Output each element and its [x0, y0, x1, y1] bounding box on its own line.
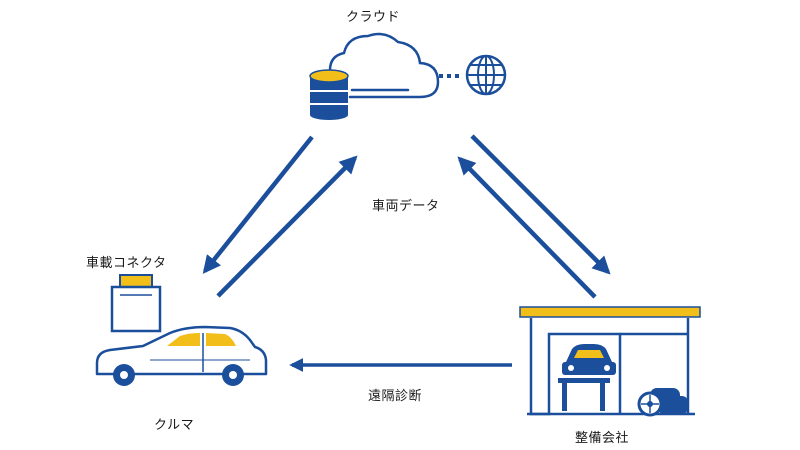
dots-connector	[439, 74, 459, 78]
connector-icon	[110, 274, 162, 333]
connector-label: 車載コネクタ	[86, 256, 167, 271]
garage-icon	[519, 306, 701, 416]
remote-diagnosis-label: 遠隔診断	[368, 389, 423, 404]
database-icon	[309, 69, 349, 120]
globe-icon	[465, 54, 507, 96]
arrow-car-to-cloud	[216, 155, 358, 298]
arrow-garage-to-cloud	[457, 156, 597, 299]
arrow-cloud-to-garage	[470, 134, 611, 275]
arrow-cloud-to-car	[202, 135, 314, 274]
vehicle-data-label: 車両データ	[372, 199, 440, 214]
tire-icon	[637, 388, 688, 417]
cloud-label: クラウド	[346, 10, 401, 25]
car-icon	[95, 325, 268, 386]
cloud-icon	[328, 32, 440, 99]
car-label: クルマ	[154, 418, 195, 433]
garage-label: 整備会社	[575, 431, 630, 446]
